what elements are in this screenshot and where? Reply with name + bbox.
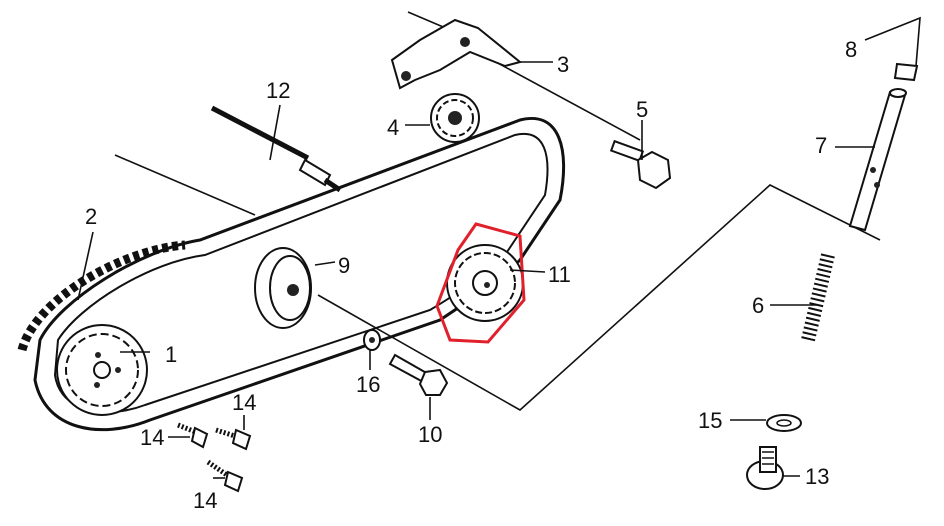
bolt-10 xyxy=(388,353,449,396)
plug-bolt xyxy=(746,446,784,490)
highlight-outline xyxy=(435,222,526,344)
label-part-9: 9 xyxy=(338,253,350,278)
part-labels: 1 2 3 4 5 6 7 8 9 10 11 12 13 14 14 14 1… xyxy=(85,37,857,513)
label-part-3: 3 xyxy=(557,52,569,77)
rod-cap xyxy=(893,62,919,82)
label-part-13: 13 xyxy=(805,464,829,489)
label-part-14-c: 14 xyxy=(193,488,217,513)
label-part-10: 10 xyxy=(418,422,442,447)
label-part-12: 12 xyxy=(266,78,290,103)
label-part-4: 4 xyxy=(387,115,399,140)
label-part-7: 7 xyxy=(815,133,827,158)
label-part-8: 8 xyxy=(845,37,857,62)
label-part-1: 1 xyxy=(165,342,177,367)
label-part-15: 15 xyxy=(698,408,722,433)
label-part-11: 11 xyxy=(548,262,571,287)
leader-lines xyxy=(77,16,921,479)
cam-sprocket xyxy=(430,93,480,143)
label-part-14-b: 14 xyxy=(232,390,256,415)
bolt-5 xyxy=(609,139,672,190)
shaft-12 xyxy=(210,105,342,193)
tensioner-sprocket xyxy=(435,222,526,344)
label-part-14-a: 14 xyxy=(140,425,164,450)
label-part-16: 16 xyxy=(356,372,380,397)
crank-sprocket xyxy=(56,324,148,416)
label-part-5: 5 xyxy=(636,97,648,122)
washer-15 xyxy=(766,414,802,432)
label-part-2: 2 xyxy=(85,204,97,229)
tensioner-spring xyxy=(801,253,835,342)
reference-lines xyxy=(114,11,881,411)
label-part-6: 6 xyxy=(752,293,764,318)
washer-16 xyxy=(363,329,381,351)
screws-14 xyxy=(177,422,252,493)
tensioner-rod xyxy=(848,88,907,232)
chain-guide-roller xyxy=(254,247,312,329)
chain-guide-bracket xyxy=(390,18,523,90)
